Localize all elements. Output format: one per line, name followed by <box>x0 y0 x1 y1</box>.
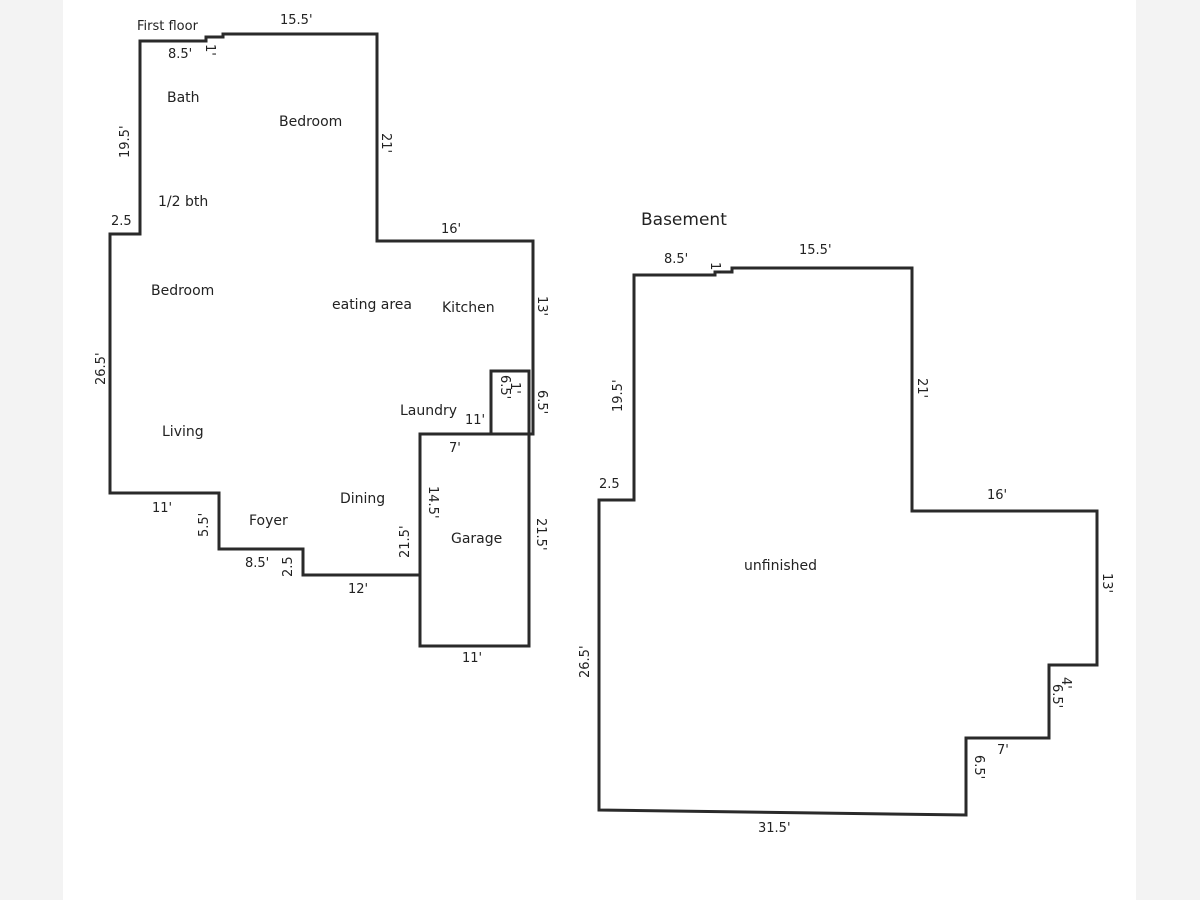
dim-basement-jog-left: 2.5 <box>599 477 620 492</box>
first-floor-plan: First floor Bath Bedroom 1/2 bth Bedroom… <box>94 13 549 666</box>
dim-first-middle-top: 16' <box>441 222 461 237</box>
dim-first-right-lower: 6.5' <box>534 390 549 414</box>
basement-title: Basement <box>641 210 727 230</box>
room-label-living: Living <box>162 424 204 440</box>
dim-first-closet-left: 6.5' <box>497 375 512 399</box>
dim-basement-step-side: 4' <box>1058 677 1073 689</box>
dim-first-foyer-bottom: 8.5' <box>245 556 269 571</box>
first-floor-title: First floor <box>137 19 199 34</box>
dim-first-laundry-width: 11' <box>465 413 485 428</box>
laundry-closet-outline <box>489 369 531 434</box>
dim-basement-left-upper: 19.5' <box>611 379 626 412</box>
dim-first-left-main: 26.5' <box>94 352 109 385</box>
room-label-half-bath: 1/2 bth <box>158 194 208 210</box>
room-label-foyer: Foyer <box>249 513 288 529</box>
dim-first-right-upper: 21' <box>378 133 393 153</box>
dim-first-garage-top: 7' <box>449 441 461 456</box>
dim-first-garage-left-inner: 14.5' <box>425 486 440 519</box>
room-label-bedroom-mid: Bedroom <box>151 283 214 299</box>
basement-plan: Basement unfinished 8.5' 1' 15.5' 19.5' … <box>578 210 1114 836</box>
room-label-kitchen: Kitchen <box>442 300 495 316</box>
dim-basement-bottom: 31.5' <box>758 821 791 836</box>
dim-first-top-right: 15.5' <box>280 13 313 28</box>
dim-basement-middle-top: 16' <box>987 488 1007 503</box>
dim-first-top-left: 8.5' <box>168 47 192 62</box>
dim-first-garage-left-outer: 21.5' <box>398 525 413 558</box>
dim-basement-left-main: 26.5' <box>578 645 593 678</box>
dim-first-foyer-step: 5.5' <box>197 513 212 537</box>
dim-first-dining-bottom: 12' <box>348 582 368 597</box>
room-label-dining: Dining <box>340 491 385 507</box>
dim-basement-step-side-2: 6.5' <box>1049 684 1064 708</box>
dim-first-jog-left: 2.5 <box>111 214 132 229</box>
dim-basement-right-upper: 21' <box>914 378 929 398</box>
dim-first-bottom-left: 11' <box>152 501 172 516</box>
room-label-laundry: Laundry <box>400 403 457 419</box>
room-label-bedroom-top: Bedroom <box>279 114 342 130</box>
floor-plan-page: First floor Bath Bedroom 1/2 bth Bedroom… <box>63 0 1136 900</box>
dim-first-foyer-small: 2.5 <box>281 556 296 577</box>
dim-first-garage-bottom: 11' <box>462 651 482 666</box>
dim-basement-top-left: 8.5' <box>664 252 688 267</box>
dim-basement-step-lower: 6.5' <box>971 755 986 779</box>
floor-plan-drawing: First floor Bath Bedroom 1/2 bth Bedroom… <box>94 13 1114 836</box>
dim-basement-top-right: 15.5' <box>799 243 832 258</box>
basement-outline <box>597 266 1099 817</box>
room-label-bath: Bath <box>167 90 200 106</box>
room-label-garage: Garage <box>451 531 502 547</box>
dim-first-garage-right: 21.5' <box>533 518 548 551</box>
room-label-eating-area: eating area <box>332 297 412 313</box>
dim-basement-step-top: 7' <box>997 743 1009 758</box>
room-label-unfinished: unfinished <box>744 558 817 574</box>
dim-basement-right-middle: 13' <box>1099 573 1114 593</box>
dim-first-left-upper: 19.5' <box>118 125 133 158</box>
dim-first-right-middle: 13' <box>534 296 549 316</box>
garage-outline <box>418 432 531 648</box>
dim-first-top-notch: 1' <box>202 44 217 56</box>
dim-first-closet-top: 1' <box>507 382 522 394</box>
dim-basement-top-notch: 1' <box>707 262 722 274</box>
